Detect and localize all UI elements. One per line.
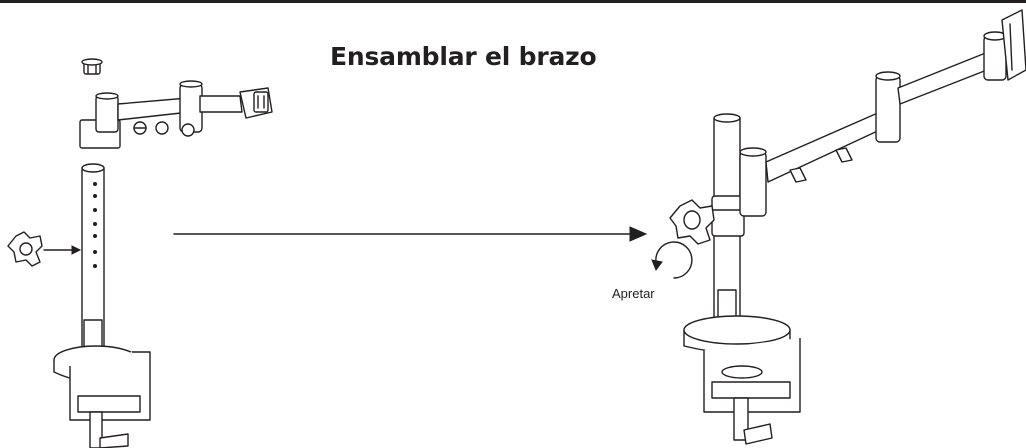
unassembled-arm-illustration	[7, 58, 273, 448]
assembled-knob-icon	[669, 199, 715, 245]
pole-cap-icon	[81, 58, 103, 75]
assembled-monitor-arm-illustration	[669, 9, 1026, 445]
tighten-label: Apretar	[612, 286, 655, 301]
knob-icon	[7, 231, 43, 267]
pole	[81, 163, 105, 369]
page-title: Ensamblar el brazo	[330, 42, 597, 71]
rotate-arrow-icon	[651, 241, 693, 279]
insert-arrow-icon	[43, 245, 82, 255]
desk-clamp	[53, 345, 151, 448]
direction-arrow-icon	[173, 226, 648, 242]
top-rule	[0, 0, 1026, 3]
arm-assembly	[79, 80, 273, 149]
